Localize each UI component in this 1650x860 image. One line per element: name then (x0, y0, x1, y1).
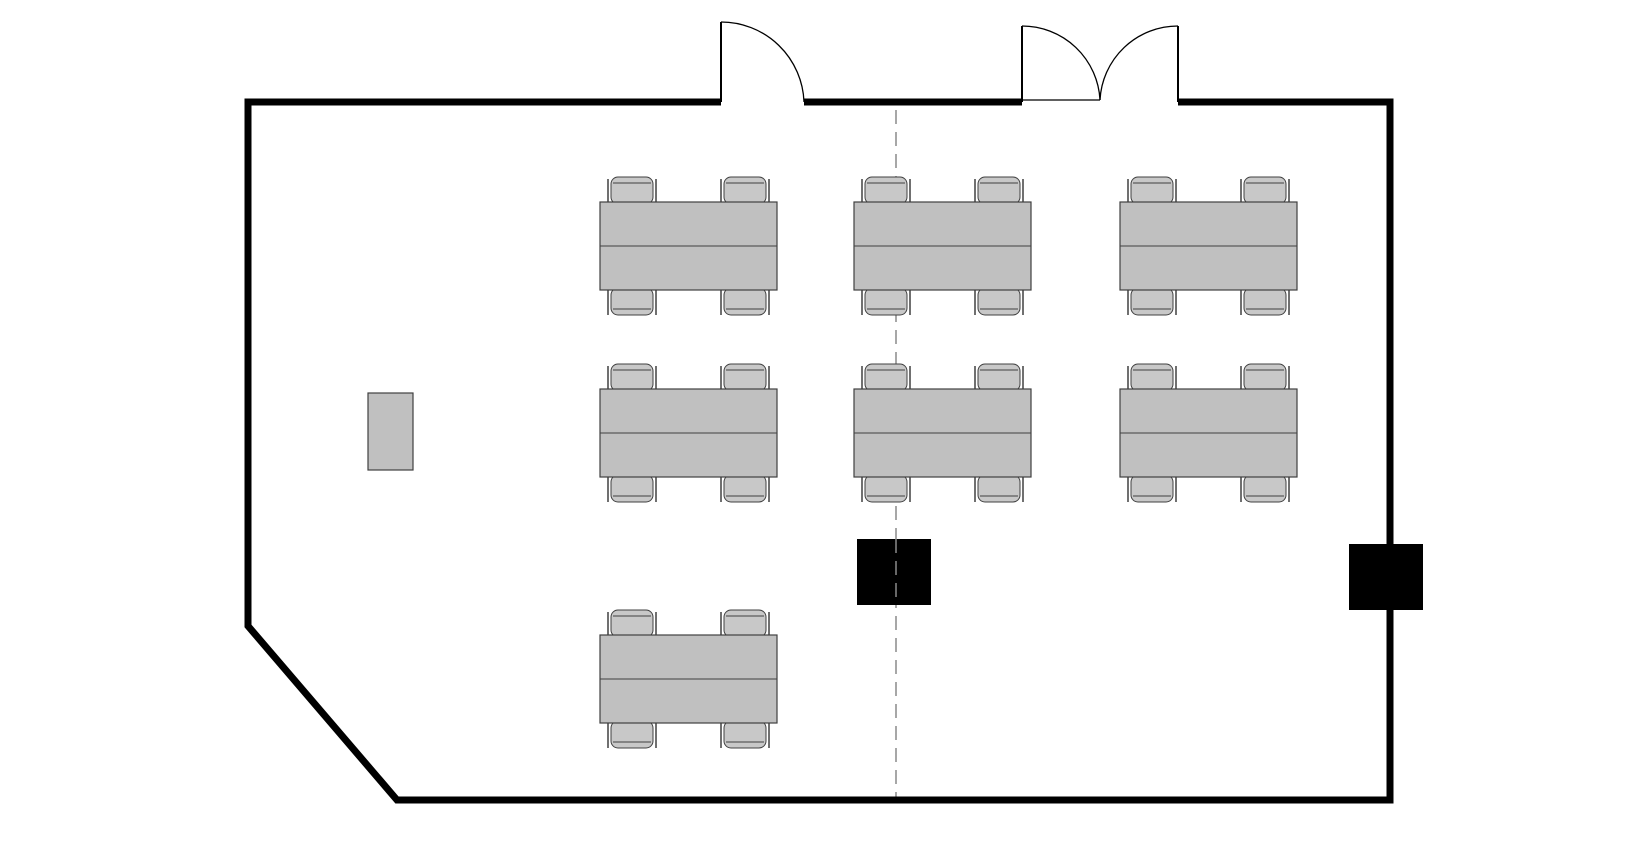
chair (720, 287, 770, 316)
table-row1-col2 (853, 176, 1032, 316)
chair (1240, 363, 1290, 392)
chair (1240, 474, 1290, 503)
table-row2-col3 (1119, 363, 1298, 503)
chair (607, 609, 657, 638)
chair (607, 363, 657, 392)
door-jambs (720, 22, 1179, 102)
chair (1127, 474, 1177, 503)
chair (607, 720, 657, 749)
door-single (720, 21, 805, 103)
chair (607, 474, 657, 503)
chair (974, 363, 1024, 392)
chair (1240, 176, 1290, 205)
chair (861, 287, 911, 316)
table-row1-col3 (1119, 176, 1298, 316)
pillar-east-wall (1349, 544, 1423, 610)
chair (607, 176, 657, 205)
chair (720, 176, 770, 205)
chair (861, 363, 911, 392)
presenter-lectern (367, 392, 414, 471)
room-walls (244, 98, 1394, 804)
chair (974, 287, 1024, 316)
table-row1-col1 (599, 176, 778, 316)
chair (720, 720, 770, 749)
wall-north-west (244, 98, 1394, 804)
pillar-center (857, 539, 931, 605)
table-groups (599, 176, 1298, 749)
chair (974, 474, 1024, 503)
chair (1127, 176, 1177, 205)
chair (720, 363, 770, 392)
chair (607, 287, 657, 316)
chair (720, 609, 770, 638)
chair (974, 176, 1024, 205)
chair (720, 474, 770, 503)
table-row2-col1 (599, 363, 778, 503)
chair (861, 176, 911, 205)
chair (1240, 287, 1290, 316)
chair (861, 474, 911, 503)
table-row2-col2 (853, 363, 1032, 503)
chair (1127, 363, 1177, 392)
door-double (1021, 25, 1179, 101)
table-row3-col1 (599, 609, 778, 749)
chair (1127, 287, 1177, 316)
